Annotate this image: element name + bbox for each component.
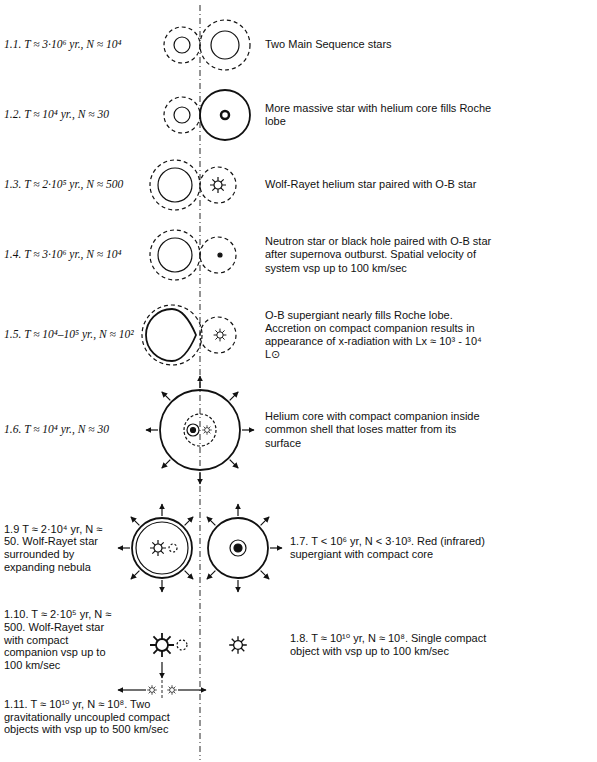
stage-label: 1.3. T ≈ 2·10⁵ yr., N ≈ 500	[4, 178, 140, 192]
stage-1-9	[118, 504, 193, 592]
stage-label: 1.11. T ≈ 10¹⁰ yr, N ≈ 10⁸. Two gravitat…	[4, 698, 184, 736]
stage-description: Wolf-Rayet helium star paired with O-B s…	[265, 178, 495, 191]
stage-description: Two Main Sequence stars	[265, 38, 495, 51]
stage-label: 1.9 T ≈ 2·10⁴ yr, N ≈ 50. Wolf-Rayet sta…	[4, 523, 114, 574]
stage-label: 1.2. T ≈ 10⁴ yr., N ≈ 30	[4, 108, 140, 122]
stage-1-11	[118, 680, 206, 700]
stage-label: 1.8. T ≈ 10¹⁰ yr, N ≈ 10⁸. Single compac…	[290, 632, 490, 657]
stage-description: Neutron star or black hole paired with O…	[265, 235, 495, 275]
stage-1-6	[146, 376, 254, 484]
stage-description: Helium core with compact companion insid…	[265, 410, 495, 450]
stage-label: 1.1. T ≈ 3·10⁶ yr., N ≈ 10⁴	[4, 38, 140, 52]
stage-1-5	[142, 305, 236, 365]
stage-1-1	[164, 20, 250, 70]
stage-1-3	[150, 160, 236, 210]
stage-1-2	[164, 90, 250, 140]
stage-label: 1.4. T ≈ 3·10⁶ yr., N ≈ 10⁴	[4, 248, 140, 262]
stage-description: More massive star with helium core fills…	[265, 102, 495, 128]
stage-label: 1.7. T < 10⁶ yr, N < 3·10³. Red (infrare…	[290, 535, 490, 560]
stage-1-4	[150, 230, 236, 280]
stage-1-8	[229, 636, 247, 654]
stage-1-7	[207, 504, 282, 592]
stage-description: O-B supergiant nearly fills Roche lobe. …	[265, 309, 495, 362]
stage-label: 1.10. T ≈ 2·10⁵ yr, N ≈ 500. Wolf-Rayet …	[4, 608, 114, 671]
stage-label: 1.5. T ≈ 10⁴–10⁵ yr., N ≈ 10²	[4, 328, 140, 342]
stage-1-10	[150, 633, 187, 678]
stage-label: 1.6. T ≈ 10⁴ yr., N ≈ 30	[4, 423, 140, 437]
